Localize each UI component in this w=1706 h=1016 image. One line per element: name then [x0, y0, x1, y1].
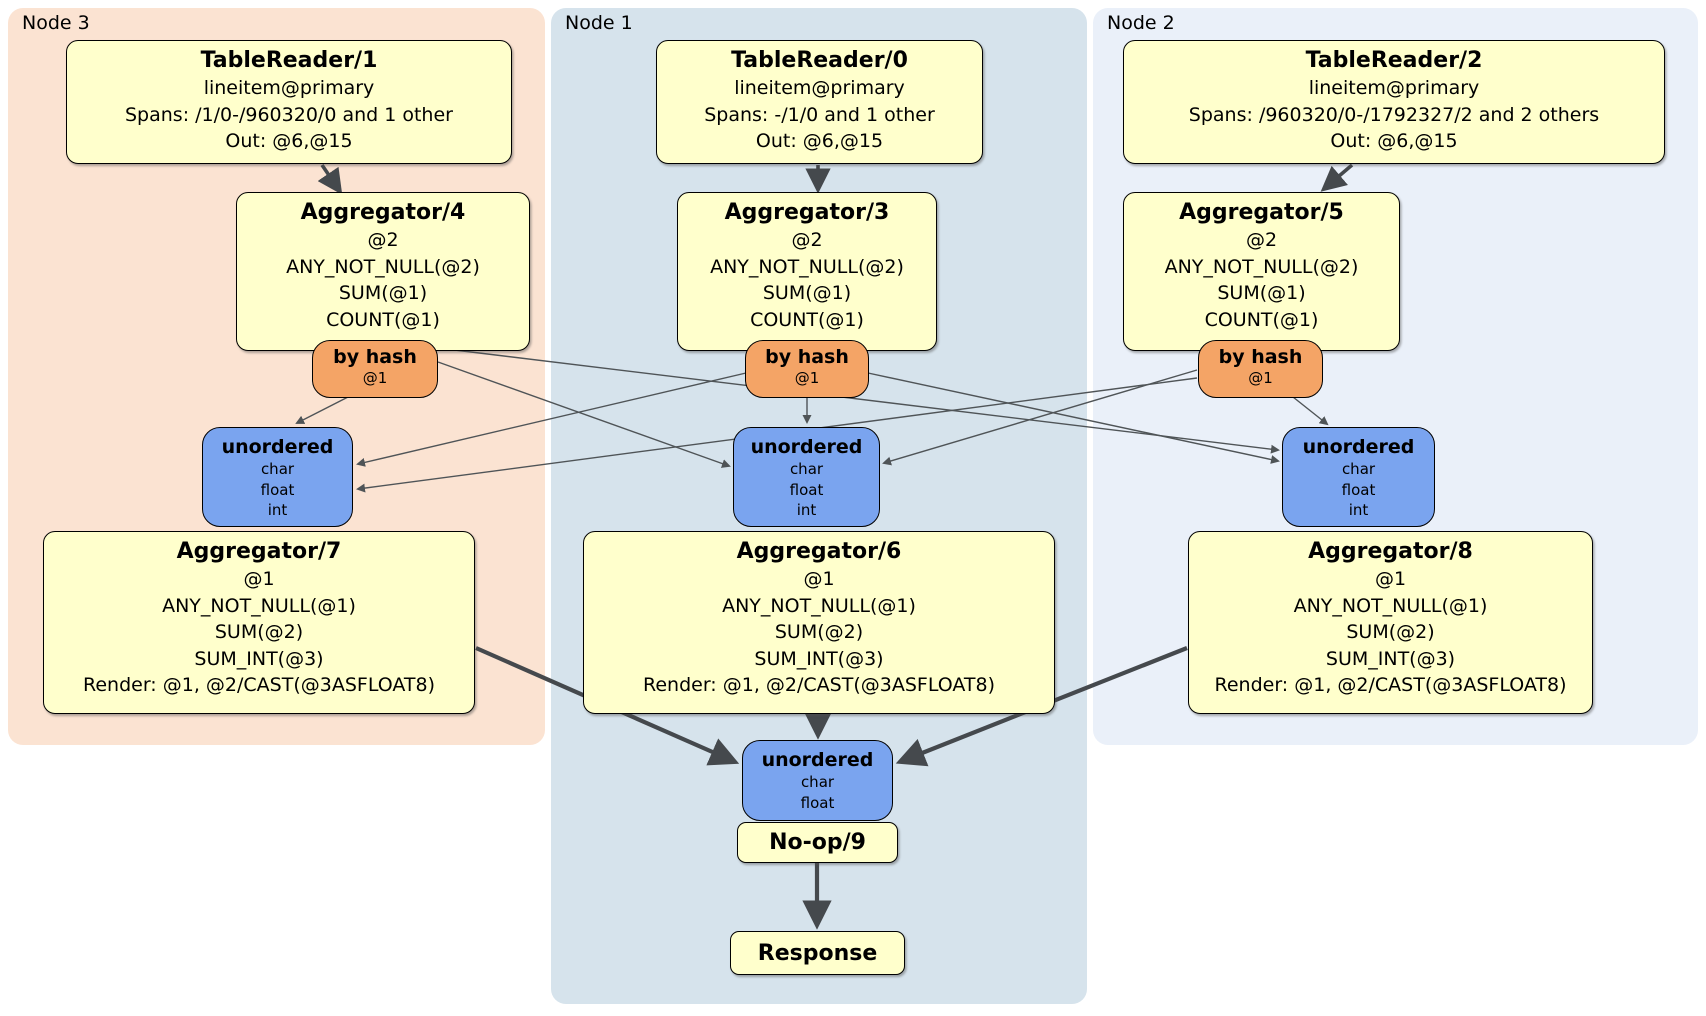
box-line: @2: [1245, 229, 1278, 251]
sync-line: float: [789, 480, 824, 499]
aggregator-7-box: Aggregator/7 @1 ANY_NOT_NULL(@1) SUM(@2)…: [43, 531, 475, 714]
box-title: Aggregator/7: [176, 539, 342, 564]
by-hash-router-node1: by hash @1: [745, 340, 869, 398]
box-line: SUM(@2): [1346, 621, 1435, 643]
box-title: Aggregator/3: [724, 200, 890, 225]
box-line: SUM(@1): [338, 282, 428, 304]
aggregator-6-box: Aggregator/6 @1 ANY_NOT_NULL(@1) SUM(@2)…: [583, 531, 1055, 714]
box-line: lineitem@primary: [734, 77, 905, 99]
router-title: by hash: [333, 346, 417, 368]
box-title: Aggregator/6: [736, 539, 902, 564]
sync-title: unordered: [221, 436, 334, 458]
tablereader-1-box: TableReader/1 lineitem@primary Spans: /1…: [66, 40, 512, 164]
sync-line: char: [260, 460, 295, 478]
router-title: by hash: [765, 346, 849, 368]
box-line: lineitem@primary: [1308, 77, 1480, 99]
tablereader-0-box: TableReader/0 lineitem@primary Spans: -/…: [656, 40, 983, 164]
box-line: Render: @1, @2/CAST(@3ASFLOAT8): [1214, 674, 1567, 696]
box-title: Aggregator/4: [300, 200, 466, 225]
box-title: No-op/9: [769, 830, 866, 855]
node1-label: Node 1: [565, 12, 633, 34]
aggregator-4-box: Aggregator/4 @2 ANY_NOT_NULL(@2) SUM(@1)…: [236, 192, 530, 351]
node3-label: Node 3: [22, 12, 90, 34]
box-line: @1: [243, 568, 275, 590]
sync-title: unordered: [750, 436, 863, 458]
router-title: by hash: [1218, 346, 1303, 368]
sync-title: unordered: [1302, 436, 1415, 458]
box-line: Render: @1, @2/CAST(@3ASFLOAT8): [83, 674, 435, 696]
box-line: ANY_NOT_NULL(@2): [710, 255, 904, 278]
box-line: COUNT(@1): [1204, 308, 1319, 331]
box-line: COUNT(@1): [326, 308, 440, 331]
box-title: Aggregator/8: [1308, 539, 1473, 564]
by-hash-router-node2: by hash @1: [1198, 340, 1323, 398]
tablereader-2-box: TableReader/2 lineitem@primary Spans: /9…: [1123, 40, 1665, 164]
box-line: Out: @6,@15: [1330, 130, 1458, 152]
node2-label: Node 2: [1107, 12, 1175, 34]
box-title: TableReader/1: [200, 48, 378, 73]
sync-line: float: [260, 480, 295, 499]
box-line: SUM_INT(@3): [194, 647, 324, 670]
unordered-sync-final: unordered char float: [742, 740, 893, 821]
box-line: ANY_NOT_NULL(@2): [1164, 255, 1359, 278]
box-line: ANY_NOT_NULL(@1): [722, 594, 916, 617]
router-line: @1: [362, 369, 388, 387]
box-line: @2: [367, 229, 399, 251]
box-line: @1: [803, 568, 835, 590]
box-line: lineitem@primary: [203, 77, 375, 99]
sync-line: int: [267, 501, 288, 519]
aggregator-8-box: Aggregator/8 @1 ANY_NOT_NULL(@1) SUM(@2)…: [1188, 531, 1593, 714]
sync-line: int: [1348, 501, 1369, 519]
unordered-sync-node2: unordered char float int: [1282, 427, 1435, 527]
box-line: ANY_NOT_NULL(@2): [286, 255, 480, 278]
response-box: Response: [730, 931, 905, 975]
sync-line: float: [1341, 480, 1376, 499]
box-line: @1: [1374, 568, 1407, 590]
router-line: @1: [794, 369, 820, 387]
box-line: SUM_INT(@3): [754, 647, 884, 670]
unordered-sync-node3: unordered char float int: [202, 427, 353, 527]
box-title: Aggregator/5: [1179, 200, 1344, 225]
box-line: Spans: /1/0-/960320/0 and 1 other: [125, 103, 453, 126]
box-line: SUM(@2): [214, 621, 304, 643]
router-line: @1: [1248, 369, 1273, 387]
box-line: SUM_INT(@3): [1325, 647, 1456, 670]
aggregator-3-box: Aggregator/3 @2 ANY_NOT_NULL(@2) SUM(@1)…: [677, 192, 937, 351]
noop-box: No-op/9: [737, 822, 898, 863]
box-line: Out: @6,@15: [755, 130, 884, 152]
sync-line: char: [789, 460, 824, 478]
box-title: TableReader/0: [731, 48, 908, 73]
box-line: SUM(@1): [1217, 282, 1306, 304]
box-title: Response: [757, 940, 878, 966]
box-line: COUNT(@1): [750, 308, 864, 331]
box-line: SUM(@1): [762, 282, 852, 304]
box-line: Render: @1, @2/CAST(@3ASFLOAT8): [643, 674, 995, 696]
sync-title: unordered: [761, 749, 874, 771]
box-line: SUM(@2): [774, 621, 864, 643]
box-title: TableReader/2: [1305, 48, 1483, 73]
sync-line: int: [796, 501, 817, 519]
sync-line: float: [800, 793, 835, 812]
unordered-sync-node1: unordered char float int: [733, 427, 880, 527]
box-line: ANY_NOT_NULL(@1): [1293, 594, 1488, 617]
sync-line: char: [1341, 460, 1376, 478]
sync-line: char: [800, 773, 835, 791]
box-line: Out: @6,@15: [225, 130, 353, 152]
box-line: Spans: /960320/0-/1792327/2 and 2 others: [1188, 103, 1600, 126]
box-line: Spans: -/1/0 and 1 other: [704, 103, 935, 126]
box-line: @2: [791, 229, 823, 251]
aggregator-5-box: Aggregator/5 @2 ANY_NOT_NULL(@2) SUM(@1)…: [1123, 192, 1400, 351]
by-hash-router-node3: by hash @1: [312, 340, 438, 398]
box-line: ANY_NOT_NULL(@1): [162, 594, 356, 617]
